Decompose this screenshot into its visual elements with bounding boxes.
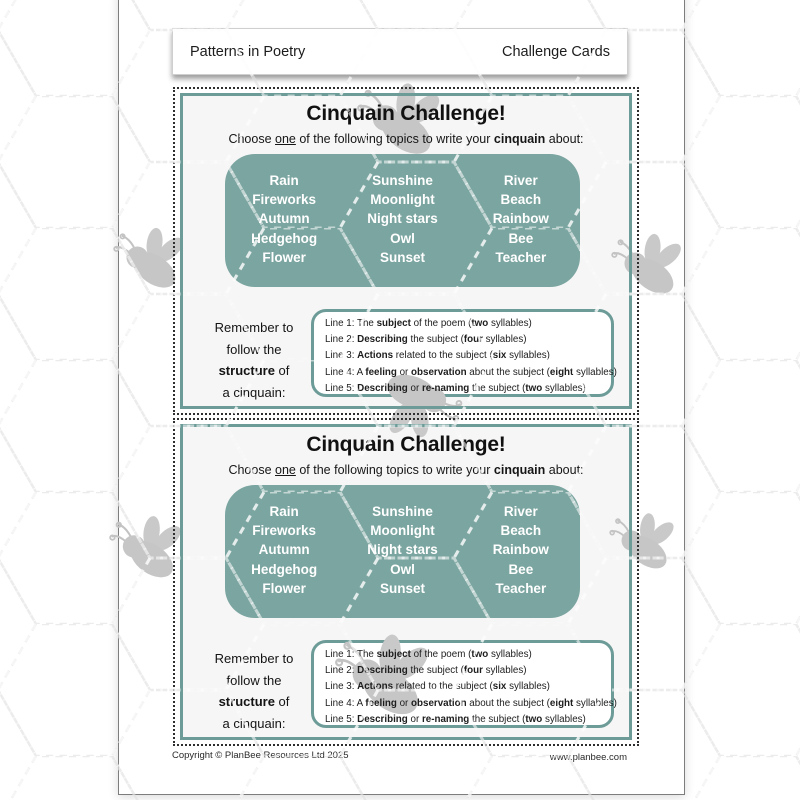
structure-box: Line 1: The subject of the poem (two syl… xyxy=(311,309,617,397)
page-header: Patterns in Poetry Challenge Cards xyxy=(172,28,628,75)
bold-word: cinquain xyxy=(493,463,546,477)
card-title: Cinquain Challenge! xyxy=(306,433,506,456)
header-title-right: Challenge Cards xyxy=(501,43,610,60)
structure-line: Line 2: Describing the subject (four syl… xyxy=(325,334,527,346)
structure-line: Line 1: The subject of the poem (two syl… xyxy=(325,318,532,329)
topic-item: Rainbow xyxy=(492,542,549,558)
reminder-text: Remember to follow the structure of a ci… xyxy=(214,651,294,731)
reminder-text: Remember to follow the structure of a ci… xyxy=(214,320,294,400)
topic-item: River xyxy=(503,173,538,188)
topic-item: Teacher xyxy=(495,249,547,265)
bee-icon xyxy=(609,511,679,577)
underlined-word: one xyxy=(275,132,296,146)
bee-icon xyxy=(113,225,188,296)
topic-item: Sunshine xyxy=(372,504,433,519)
structure-line: Line 2: Describing the subject (four syl… xyxy=(325,665,527,677)
topic-item: Night stars xyxy=(367,211,438,227)
topic-item: Autumn xyxy=(258,211,310,227)
structure-line: Line 4: A feeling or observation about t… xyxy=(325,697,617,709)
topic-item: Teacher xyxy=(495,580,547,596)
structure-line: Line 5: Describing or re-naming the subj… xyxy=(325,713,586,725)
topic-item: Rain xyxy=(269,504,299,519)
structure-line: Line 4: A feeling or observation about t… xyxy=(325,366,617,378)
topic-item: Night stars xyxy=(367,542,438,558)
topic-item: Hedgehog xyxy=(251,561,318,577)
topic-item: Rain xyxy=(269,173,299,188)
topic-item: Fireworks xyxy=(252,523,317,539)
topic-item: River xyxy=(503,504,538,519)
header-title-left: Patterns in Poetry xyxy=(190,43,306,60)
topic-item: Sunshine xyxy=(372,173,433,188)
topic-item: Hedgehog xyxy=(251,230,318,246)
structure-line: Line 3: Actions related to the subject (… xyxy=(325,681,550,693)
structure-line: Line 5: Describing or re-naming the subj… xyxy=(325,382,586,394)
card-subtitle: Choose one of the following topics to wr… xyxy=(228,463,584,477)
topic-item: Bee xyxy=(508,561,534,577)
topic-item: Fireworks xyxy=(252,192,317,208)
topic-item: Sunset xyxy=(379,249,425,265)
topic-item: Rainbow xyxy=(492,211,549,227)
topic-item: Owl xyxy=(390,561,415,577)
topic-item: Sunset xyxy=(379,580,425,596)
topic-item: Owl xyxy=(390,230,415,246)
topic-item: Flower xyxy=(262,580,306,596)
underlined-word: one xyxy=(275,463,296,477)
topic-item: Bee xyxy=(508,230,534,246)
topic-item: Moonlight xyxy=(370,523,435,539)
challenge-card: Cinquain Challenge! Choose one of the fo… xyxy=(180,93,632,409)
card-title: Cinquain Challenge! xyxy=(306,102,506,125)
structure-box: Line 1: The subject of the poem (two syl… xyxy=(311,640,617,728)
topic-item: Moonlight xyxy=(370,192,435,208)
bee-icon xyxy=(611,231,686,302)
topic-item: Autumn xyxy=(258,542,310,558)
website-link[interactable]: www.planbee.com xyxy=(549,752,627,763)
structure-line: Line 1: The subject of the poem (two syl… xyxy=(325,649,532,660)
topic-item: Flower xyxy=(262,249,306,265)
bold-word: cinquain xyxy=(493,132,546,146)
topic-item: Beach xyxy=(500,523,542,539)
card-subtitle: Choose one of the following topics to wr… xyxy=(228,132,584,146)
structure-line: Line 3: Actions related to the subject (… xyxy=(325,350,550,362)
copyright-text: Copyright © PlanBee Resources Ltd 2025 xyxy=(172,750,349,761)
bee-icon xyxy=(109,514,186,586)
topic-item: Beach xyxy=(500,192,542,208)
challenge-card: Cinquain Challenge! Choose one of the fo… xyxy=(180,424,632,740)
